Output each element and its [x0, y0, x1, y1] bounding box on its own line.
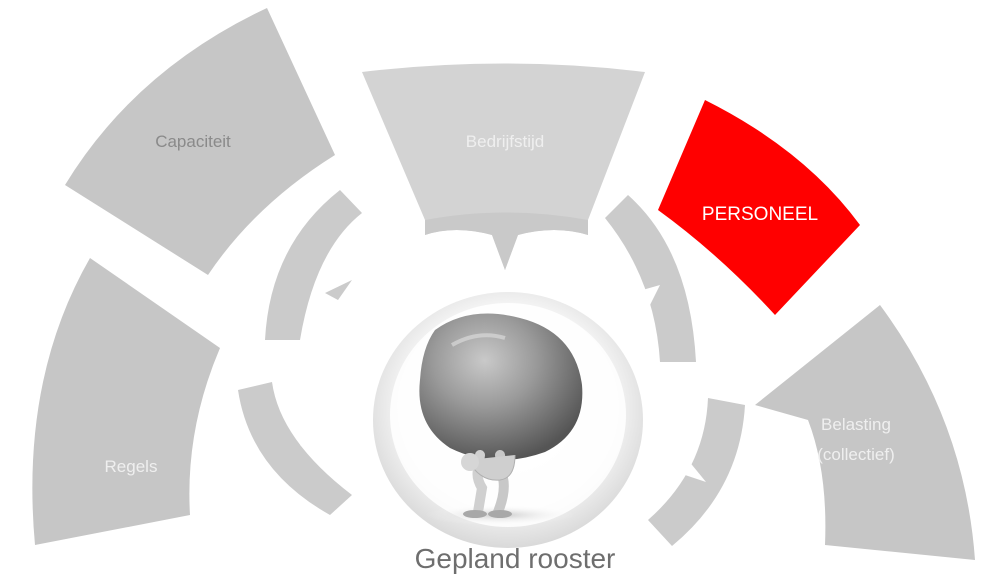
segment-personeel	[658, 100, 860, 315]
segment-capaciteit	[65, 8, 335, 275]
inner-arc-bottom-right-notch	[682, 460, 706, 482]
person-carrying-boulder-icon	[419, 313, 583, 525]
label-regels: Regels	[105, 457, 158, 476]
label-personeel: PERSONEEL	[702, 204, 818, 225]
center-label: Gepland rooster	[415, 543, 616, 574]
inner-arc-top-right	[605, 195, 696, 362]
label-bedrijfstijd: Bedrijfstijd	[466, 132, 544, 151]
segment-bedrijfstijd-lower-band	[425, 212, 588, 270]
label-belasting-line1: Belasting	[821, 415, 891, 434]
label-belasting-line2: (collectief)	[817, 445, 894, 464]
inner-arc-top-left	[265, 190, 362, 340]
segment-belasting	[755, 305, 975, 560]
inner-arc-bottom-left	[238, 382, 352, 515]
inner-arc-bottom-left-notch	[300, 432, 322, 455]
segment-regels	[32, 258, 221, 545]
inner-arc-top-right-notch	[625, 285, 660, 305]
label-capaciteit: Capaciteit	[155, 132, 231, 151]
